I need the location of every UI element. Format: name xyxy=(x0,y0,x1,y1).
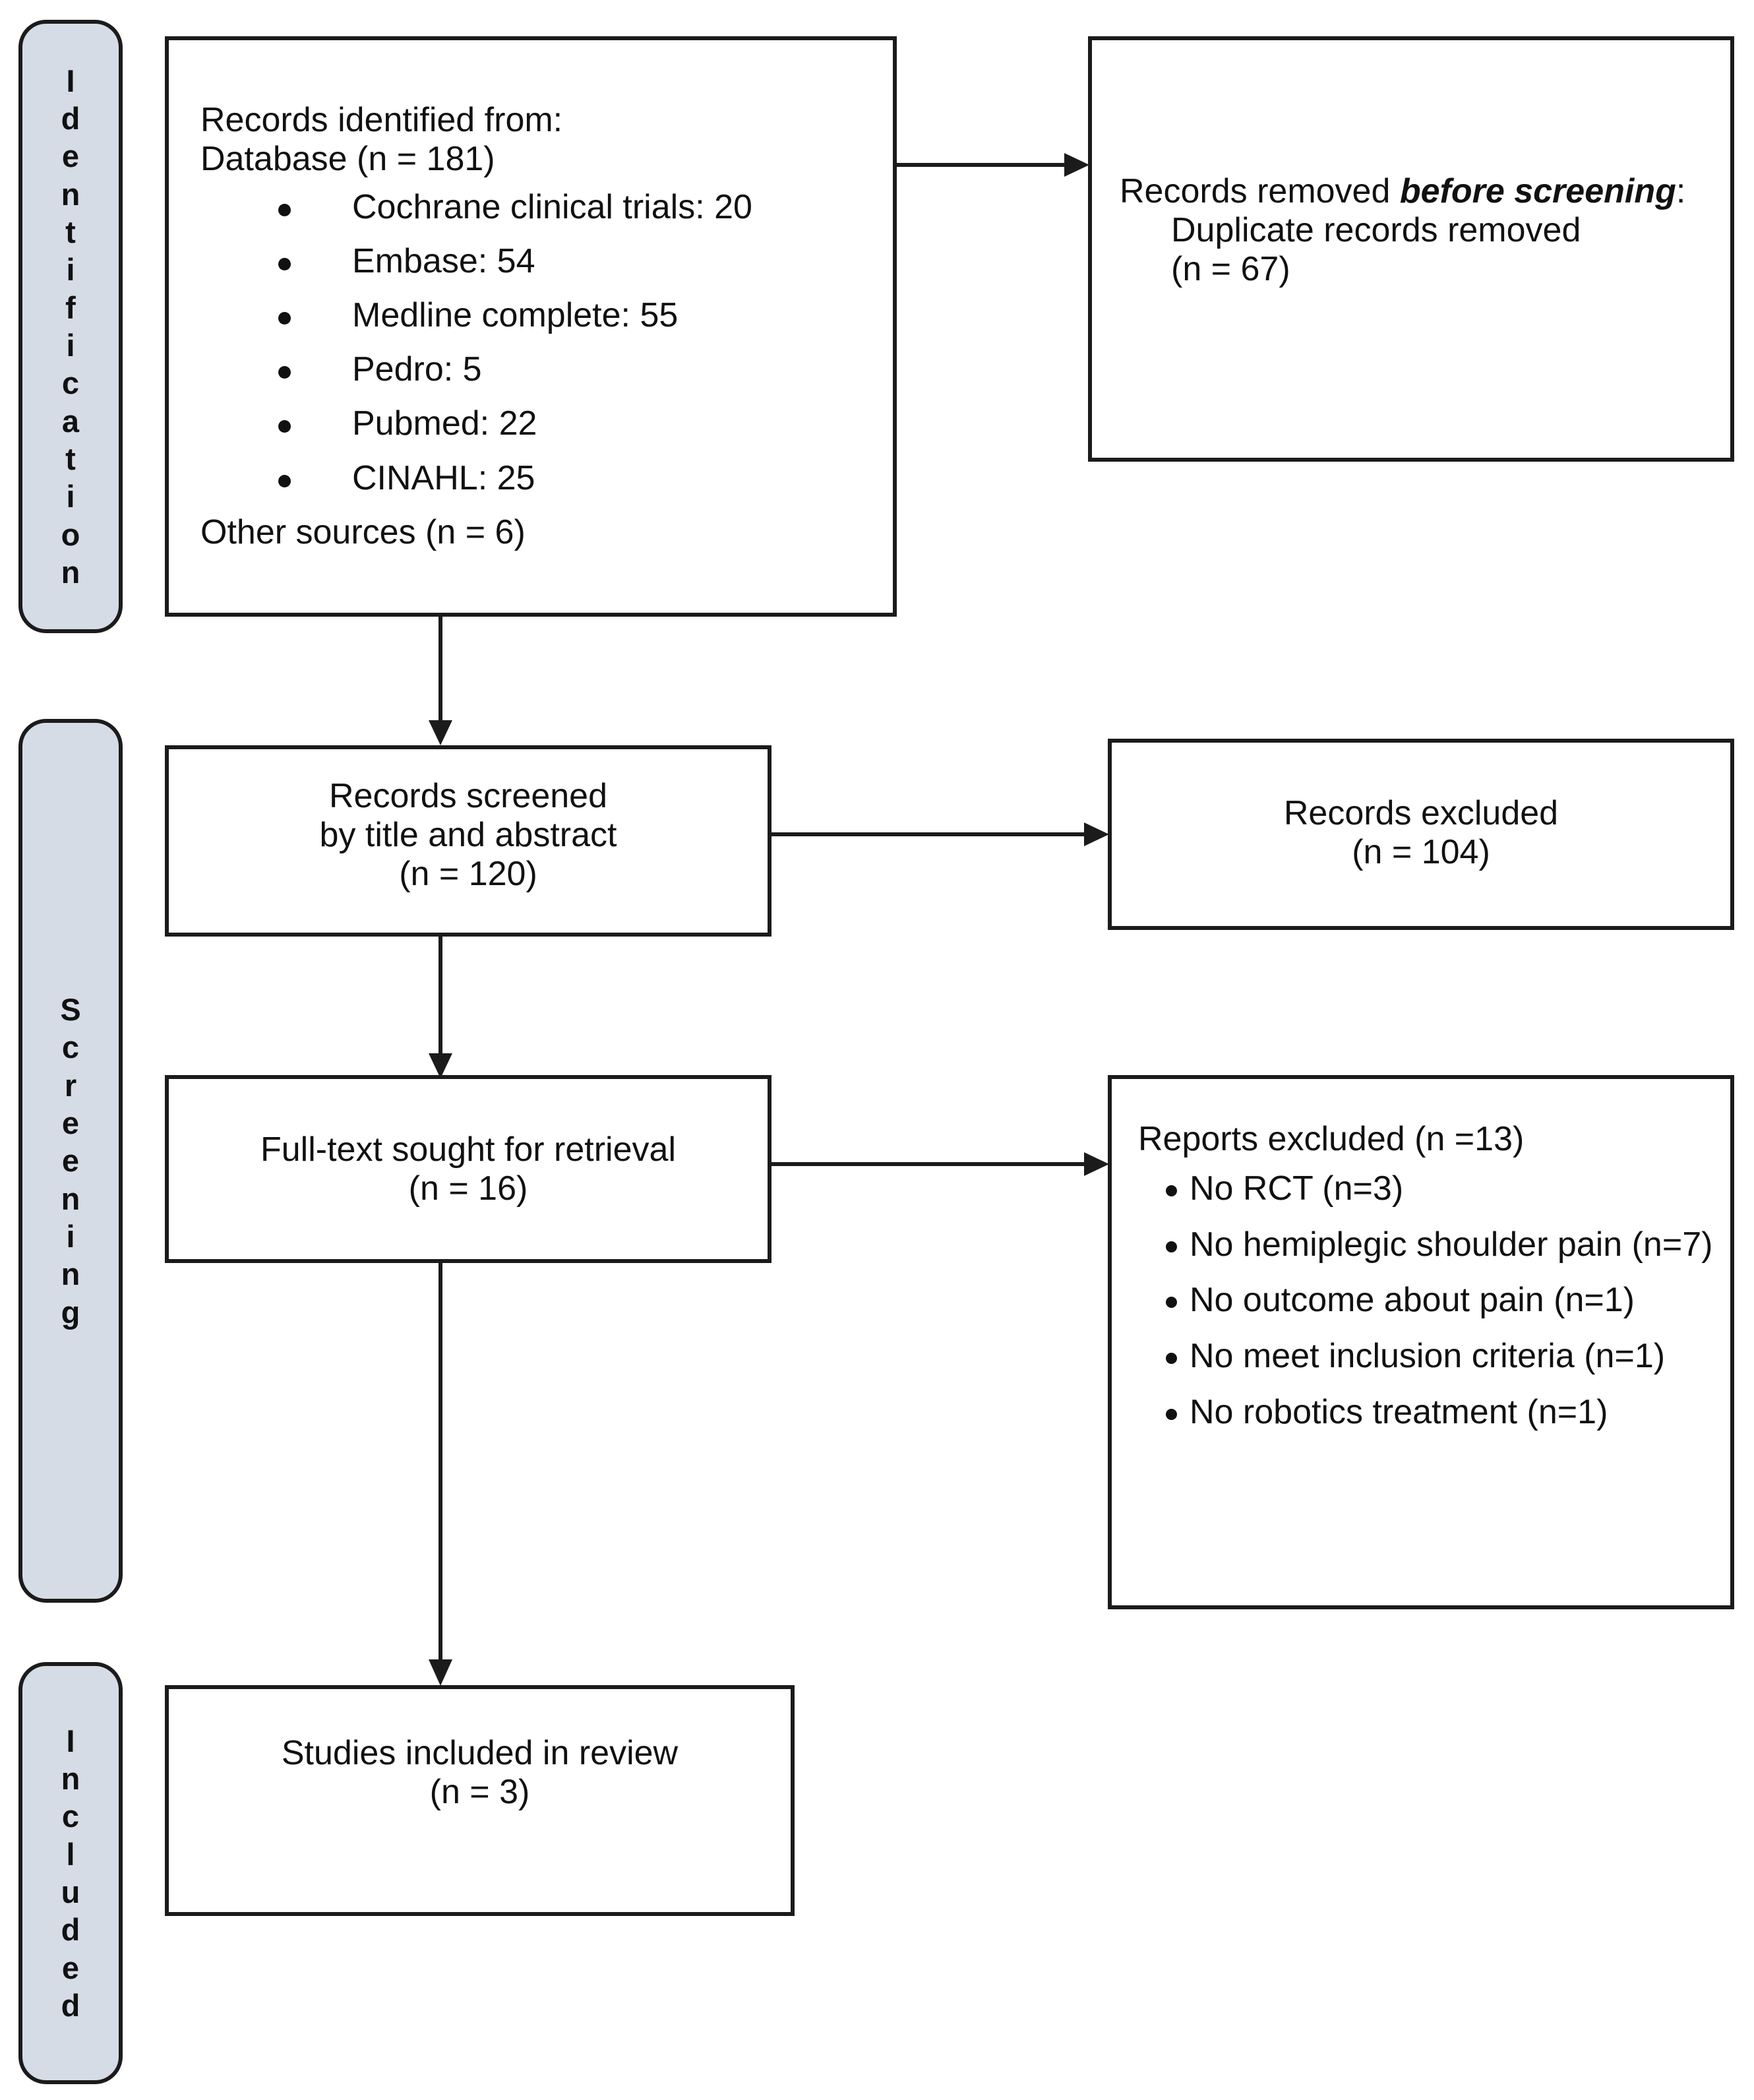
stage-letter: u xyxy=(61,1874,80,1909)
stage-letter: e xyxy=(61,1105,80,1140)
fulltext-sought-count: (n = 16) xyxy=(408,1169,528,1208)
stage-letter: c xyxy=(61,365,80,401)
list-item: No RCT (n=3) xyxy=(1138,1169,1714,1208)
duplicate-records-removed-label: Duplicate records removed xyxy=(1171,210,1581,249)
list-item: No hemiplegic shoulder pain (n=7) xyxy=(1138,1225,1714,1264)
studies-included-count: (n = 3) xyxy=(429,1772,530,1811)
stage-letter: S xyxy=(60,992,81,1028)
list-item: Pubmed: 22 xyxy=(200,404,873,443)
stage-letter: i xyxy=(66,252,75,288)
stage-letter: I xyxy=(66,1723,75,1758)
list-item: Cochrane clinical trials: 20 xyxy=(200,188,873,226)
studies-included-label: Studies included in review xyxy=(281,1734,679,1772)
reports-excluded-reason-list: No RCT (n=3) No hemiplegic shoulder pain… xyxy=(1138,1169,1714,1432)
list-item: Medline complete: 55 xyxy=(200,296,873,334)
stage-tab-included: I n c l u d e d xyxy=(18,1662,123,2084)
stage-letter: i xyxy=(66,1218,75,1254)
arrow-identified-to-screened xyxy=(427,613,454,749)
records-removed-lead: Records removed xyxy=(1120,172,1400,210)
stage-letter: t xyxy=(65,441,76,476)
stage-letter: t xyxy=(65,214,76,250)
stage-tab-identification: I d e n t i f i c a t i o n xyxy=(18,20,123,633)
box-reports-excluded: Reports excluded (n =13) No RCT (n=3) No… xyxy=(1108,1075,1734,1609)
stage-letter: n xyxy=(61,1761,80,1797)
box-records-removed-before-screening: Records removed before screening: Duplic… xyxy=(1088,36,1734,462)
records-identified-line1: Records identified from: xyxy=(200,101,563,139)
stage-letter: r xyxy=(64,1067,77,1103)
list-item: No robotics treatment (n=1) xyxy=(1138,1393,1714,1432)
records-identified-source-list: Cochrane clinical trials: 20 Embase: 54 … xyxy=(200,188,873,497)
reports-excluded-heading: Reports excluded (n =13) xyxy=(1138,1120,1525,1158)
records-screened-line2: by title and abstract xyxy=(319,815,617,854)
arrow-screened-to-fulltext xyxy=(427,933,454,1082)
stage-letter: n xyxy=(61,554,80,590)
records-identified-line2: Database (n = 181) xyxy=(200,139,495,178)
stage-label-screening: S c r e e n i n g xyxy=(60,991,80,1331)
list-item: CINAHL: 25 xyxy=(200,459,873,497)
stage-label-identification: I d e n t i f i c a t i o n xyxy=(61,62,80,592)
stage-letter: d xyxy=(61,1987,80,2023)
stage-letter: n xyxy=(61,1256,80,1292)
records-screened-line1: Records screened xyxy=(329,777,607,815)
arrow-fulltext-to-studies-included xyxy=(427,1261,454,1690)
stage-tab-screening: S c r e e n i n g xyxy=(18,719,123,1603)
duplicate-records-removed-count: (n = 67) xyxy=(1171,249,1290,288)
records-removed-colon: : xyxy=(1676,172,1686,210)
list-item: Embase: 54 xyxy=(200,242,873,280)
arrow-identified-to-removed xyxy=(894,152,1092,178)
records-identified-other-sources: Other sources (n = 6) xyxy=(200,512,526,551)
stage-letter: d xyxy=(61,1912,80,1948)
stage-letter: c xyxy=(61,1030,80,1065)
stage-letter: I xyxy=(66,63,75,98)
stage-letter: e xyxy=(61,1143,80,1179)
box-records-identified: Records identified from: Database (n = 1… xyxy=(165,36,897,617)
stage-letter: e xyxy=(61,139,80,174)
stage-letter: g xyxy=(61,1294,80,1330)
records-excluded-count: (n = 104) xyxy=(1352,832,1490,871)
list-item: No outcome about pain (n=1) xyxy=(1138,1281,1714,1320)
records-removed-heading: Records removed before screening: xyxy=(1120,172,1713,211)
box-records-screened: Records screened by title and abstract (… xyxy=(165,745,771,937)
records-excluded-label: Records excluded xyxy=(1283,794,1559,832)
records-screened-count: (n = 120) xyxy=(399,854,537,893)
list-item: Pedro: 5 xyxy=(200,350,873,388)
box-studies-included: Studies included in review (n = 3) xyxy=(165,1685,795,1916)
stage-letter: n xyxy=(61,1181,80,1216)
stage-letter: i xyxy=(66,479,75,514)
stage-letter: d xyxy=(61,101,80,137)
stage-letter: f xyxy=(65,290,76,325)
stage-letter: l xyxy=(66,1836,75,1872)
stage-label-included: I n c l u d e d xyxy=(61,1722,80,2025)
stage-letter: i xyxy=(66,328,75,363)
stage-letter: e xyxy=(61,1950,80,1985)
box-records-excluded: Records excluded (n = 104) xyxy=(1108,739,1734,930)
records-removed-emphasis: before screening xyxy=(1399,172,1676,210)
arrow-screened-to-excluded xyxy=(769,821,1112,848)
box-fulltext-sought: Full-text sought for retrieval (n = 16) xyxy=(165,1075,771,1263)
stage-letter: o xyxy=(61,516,80,552)
stage-letter: a xyxy=(61,403,80,439)
stage-letter: n xyxy=(61,176,80,212)
stage-letter: c xyxy=(61,1799,80,1834)
fulltext-sought-label: Full-text sought for retrieval xyxy=(260,1130,677,1169)
arrow-fulltext-to-reports-excluded xyxy=(769,1151,1112,1177)
list-item: No meet inclusion criteria (n=1) xyxy=(1138,1337,1714,1376)
